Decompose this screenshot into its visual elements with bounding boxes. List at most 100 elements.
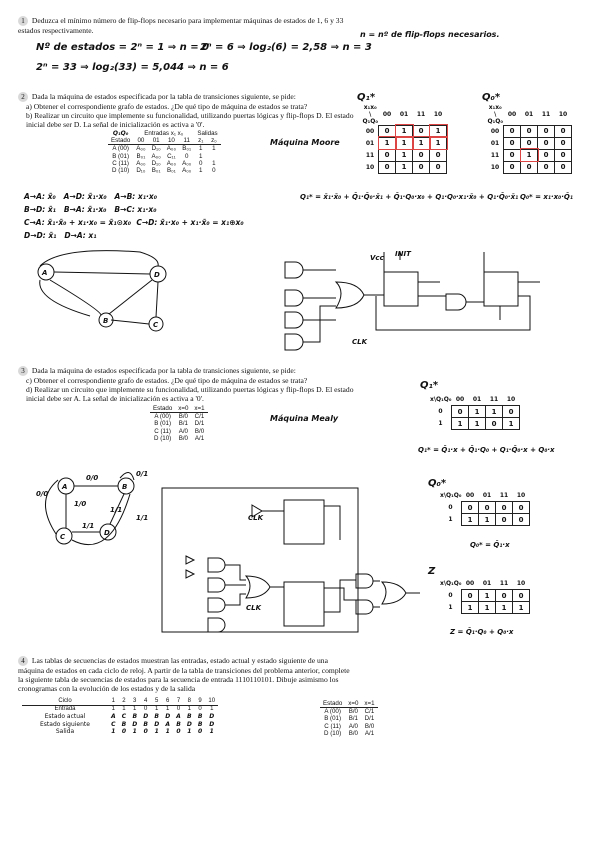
answer-line: 2ⁿ = 33 ⇒ log₂(33) = 5,044 ⇒ n = 6 [36, 62, 229, 73]
edge-label: 1/1 [136, 514, 148, 522]
and-gate [445, 293, 467, 311]
state-graph-q3 [45, 472, 135, 546]
inverter [185, 555, 196, 579]
transition-arrow [155, 281, 159, 318]
state-label: B [122, 483, 127, 491]
question-number: 2 [18, 92, 28, 102]
state-label: A [41, 269, 47, 277]
and-gate [284, 289, 304, 307]
and-gate [284, 311, 304, 329]
circuit-frame [161, 487, 359, 633]
state-label: D [104, 529, 110, 537]
transition-arrow [119, 472, 135, 481]
and-gate [207, 597, 226, 613]
question-4: 4 Las tablas de secuencias de estados mu… [18, 656, 353, 693]
circuit-label: CLK [246, 604, 262, 612]
flip-flop [383, 271, 419, 307]
answer-line: 2ⁿ = 6 ⇒ log₂(6) = 2,58 ⇒ n = 3 [200, 42, 372, 53]
table-header: 00 [133, 137, 149, 146]
flip-flop [283, 581, 325, 627]
state-label: C [153, 321, 159, 329]
edge-label: 1/1 [82, 522, 94, 530]
kmap-title: Q₀* [428, 478, 447, 489]
equation-q1: Q₁* = Q̄₁·x + Q̄₁·Q₀ + Q₁·Q̄₀·x + Q₀·x [418, 446, 555, 454]
equation-z: Z = Q̄₁·Q₀ + Q₀·x [450, 628, 514, 636]
state-node [117, 477, 135, 495]
question-text: Dada la máquina de estados especificada … [31, 366, 296, 375]
or-gate [334, 281, 365, 309]
state-label: D [154, 271, 160, 279]
circuit-label: Vcc [370, 254, 385, 262]
edge-label: 1/0 [74, 500, 86, 508]
table-header: Salidas [197, 130, 218, 137]
edge-label: 0/0 [86, 474, 98, 482]
machine-type: Máquina Moore [270, 138, 340, 147]
edge-label: 1/1 [110, 506, 122, 514]
question-number: 3 [18, 366, 28, 376]
and-gate [355, 599, 374, 615]
state-label: A [61, 483, 67, 491]
and-gate [284, 261, 304, 279]
and-gate [284, 333, 304, 351]
table-header: Q₁Q₀ [112, 130, 129, 137]
circuit-q2 [284, 252, 540, 351]
table-header: z₀ [207, 137, 221, 146]
state-node [148, 316, 164, 332]
buffer [251, 504, 263, 518]
kmap-title: Q₁* [420, 380, 439, 391]
or-gate [380, 581, 407, 605]
state-node [149, 265, 167, 283]
question-text: Las tablas de secuencias de estados mues… [18, 656, 350, 693]
question-number: 1 [18, 16, 28, 26]
kmap-title: Z [428, 566, 436, 577]
state-graph-q2 [37, 250, 167, 332]
state-node [55, 527, 73, 545]
state-node [37, 263, 55, 281]
edge-label: 0/1 [136, 470, 148, 478]
state-label: B [103, 317, 108, 325]
transition-arrow [45, 479, 59, 535]
and-gate [207, 557, 226, 573]
transition-arrow [39, 250, 159, 267]
equation-q0: Q₀* = Q̄₁·x [470, 541, 510, 549]
kmap-title: Q₀* [482, 92, 501, 103]
machine-type: Máquina Mealy [270, 414, 339, 423]
question-2: 2 Dada la máquina de estados especificad… [18, 92, 363, 129]
table-header: Entradas x₁ x₀ [144, 130, 184, 137]
equation-q0: Q₀* = x₁·x₀·Q̄₁ [520, 193, 573, 201]
state-node [99, 523, 117, 541]
question-text: Dada la máquina de estados especificada … [31, 92, 296, 101]
flip-flop [483, 271, 519, 307]
transition-list: A→A: x̄₀ A→D: x̄₁·x₀ A→B: x₁·x₀ B→D: x̄₁… [24, 192, 244, 240]
kmap-title: Q₁* [357, 92, 376, 103]
and-gate [355, 573, 374, 589]
question-number: 4 [18, 656, 28, 666]
table-header: 10 [163, 137, 180, 146]
circuit-label: CLK [248, 514, 264, 522]
flip-flop [283, 499, 325, 545]
transition-arrow [110, 319, 150, 325]
transition-arrow [39, 279, 91, 317]
circuit-q3 [161, 487, 420, 633]
circuit-label: CLK [352, 338, 368, 346]
or-gate [244, 575, 271, 599]
circuit-label: INIT [395, 250, 412, 258]
answer-note: n = nº de flip-flops necesarios. [360, 30, 500, 39]
answer-line: Nº de estados = 2ⁿ = 1 ⇒ n = 0 [36, 42, 210, 53]
subquestion-c: c) Obtener el correspondiente grafo de e… [26, 376, 308, 385]
